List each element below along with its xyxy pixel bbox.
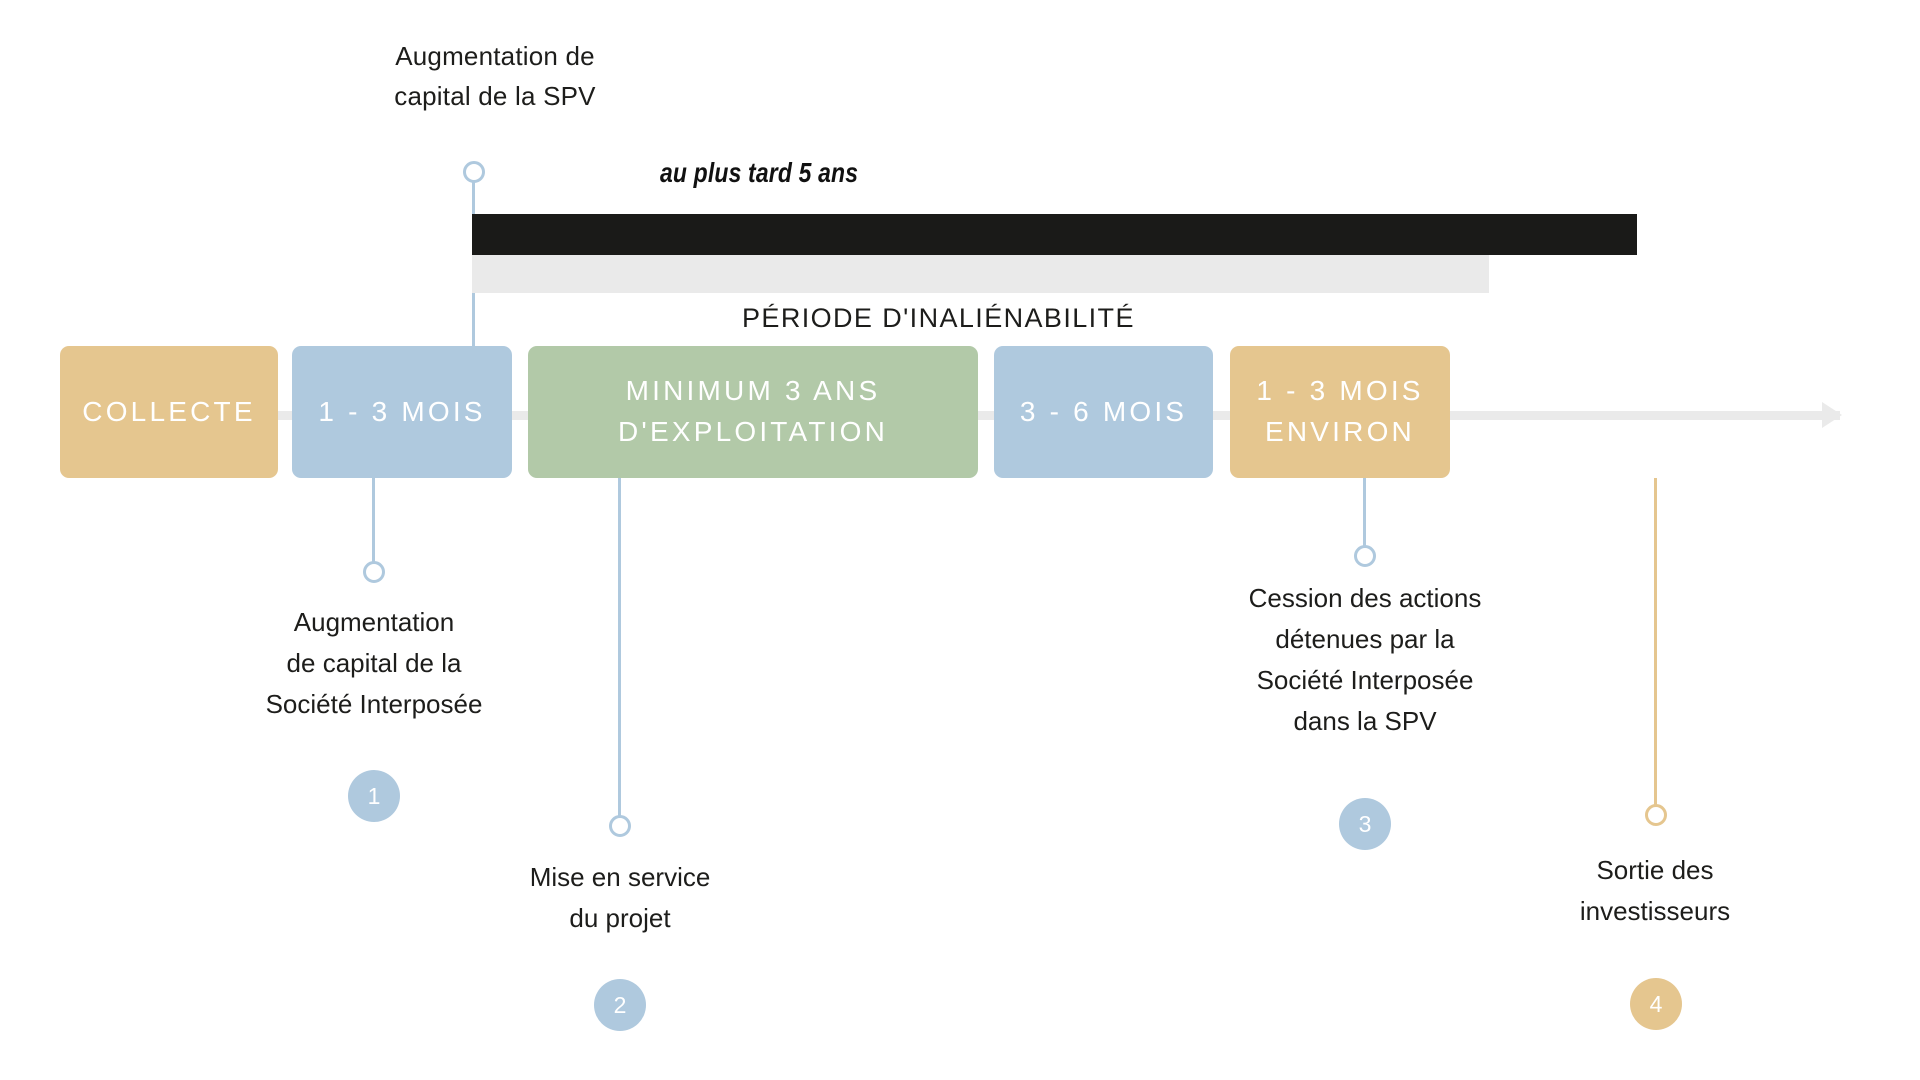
- timeline-arrow-icon: [1822, 402, 1842, 428]
- callout-4-badge: 4: [1630, 978, 1682, 1030]
- duration-bar-label: au plus tard 5 ans: [660, 157, 859, 188]
- lead-line-callout-1: [372, 478, 375, 566]
- phase-box-minimum-3-ans-exploitation[interactable]: MINIMUM 3 ANS D'EXPLOITATION: [528, 346, 978, 478]
- callout-badge-number: 2: [613, 991, 627, 1018]
- callout-1-badge: 1: [348, 770, 400, 822]
- callout-4-text: Sortie des investisseurs: [1579, 855, 1731, 927]
- marker-ring-callout-1: [363, 561, 385, 583]
- lead-line-callout-2: [618, 478, 621, 819]
- lead-line-callout-3: [1363, 478, 1366, 552]
- callout-3-badge: 3: [1339, 798, 1391, 850]
- inalienability-bar-grey: [472, 255, 1489, 293]
- callout-badge-number: 1: [367, 782, 381, 809]
- marker-ring-callout-3: [1354, 545, 1376, 567]
- phase-label: COLLECTE: [82, 395, 256, 427]
- callout-2-text: Mise en service du projet: [529, 862, 711, 934]
- period-caption: PÉRIODE D'INALIÉNABILITÉ: [742, 303, 1135, 333]
- marker-ring-top-callout: [463, 161, 485, 183]
- callout-badge-number: 3: [1358, 810, 1372, 837]
- marker-ring-callout-4: [1645, 804, 1667, 826]
- marker-ring-callout-2: [609, 815, 631, 837]
- phase-box-3-6-mois[interactable]: 3 - 6 MOIS: [994, 346, 1213, 478]
- callout-3-text: Cession des actions détenues par la Soci…: [1248, 583, 1482, 737]
- callout-top-text: Augmentation de capital de la SPV: [394, 41, 596, 112]
- callout-1-text: Augmentation de capital de la Société In…: [265, 607, 483, 720]
- phase-label: MINIMUM 3 ANS D'EXPLOITATION: [617, 375, 889, 447]
- inalienability-bar-black: [472, 214, 1637, 255]
- phase-box-1-3-mois-environ[interactable]: 1 - 3 MOIS ENVIRON: [1230, 346, 1450, 478]
- phase-label: 1 - 3 MOIS ENVIRON: [1256, 375, 1424, 447]
- phase-box-collecte[interactable]: COLLECTE: [60, 346, 278, 478]
- callout-badge-number: 4: [1649, 990, 1663, 1017]
- phase-label: 1 - 3 MOIS: [318, 395, 486, 427]
- phase-label: 3 - 6 MOIS: [1019, 395, 1188, 427]
- lead-line-callout-4: [1654, 478, 1657, 808]
- phase-box-1-3-mois[interactable]: 1 - 3 MOIS: [292, 346, 512, 478]
- callout-2-badge: 2: [594, 979, 646, 1031]
